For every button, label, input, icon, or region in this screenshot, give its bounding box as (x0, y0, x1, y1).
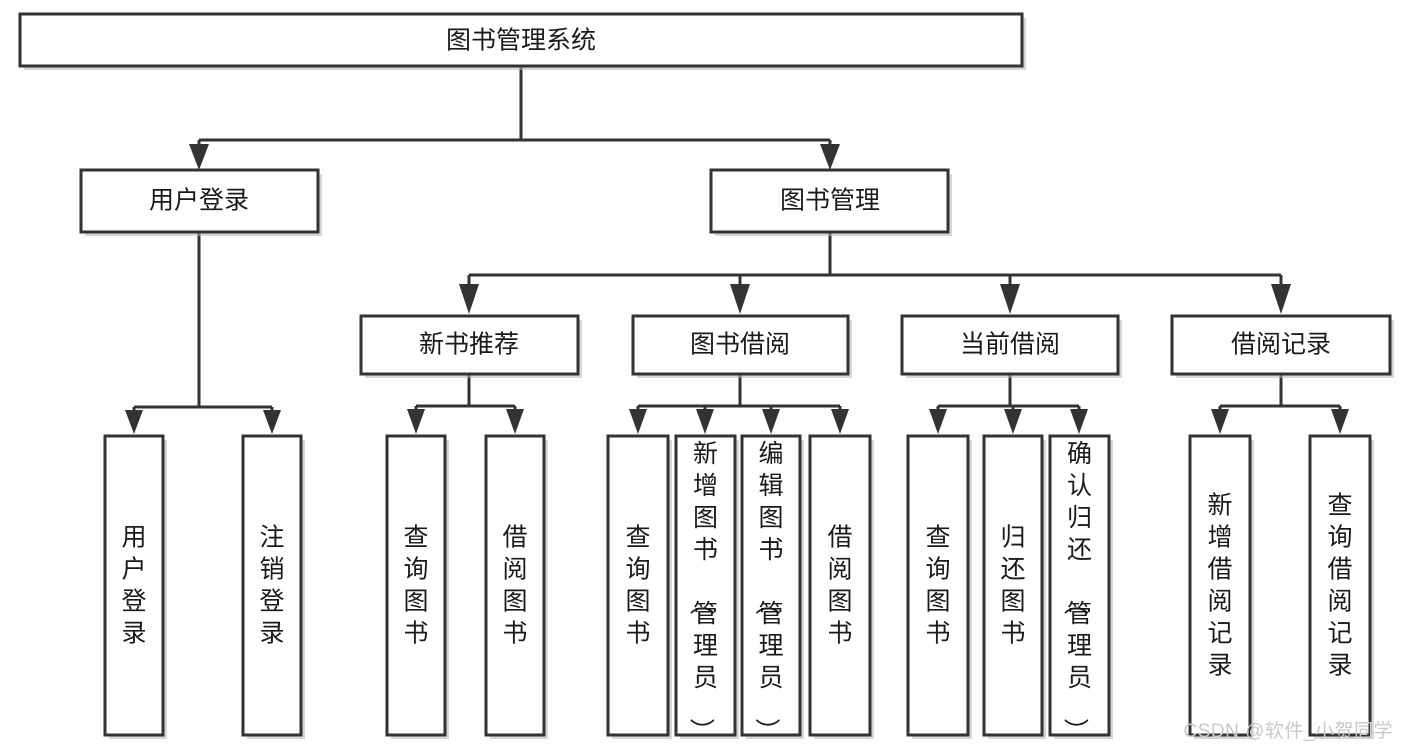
node-user-login-rect (79, 168, 320, 234)
leaf-node[interactable]: 查询图书 (906, 434, 972, 739)
node-root-label: 图书管理系统 (446, 27, 596, 55)
node-book-borrow-rect (631, 314, 850, 376)
arrow-head-to-borrow-record (1271, 284, 1291, 314)
leaf-node-rect (484, 434, 546, 737)
node-root-rect (18, 12, 1024, 68)
edge-bookmanage-to-level3-bus (467, 232, 1283, 290)
leaf-node[interactable]: 编辑图书（管理员） (740, 434, 804, 743)
node-borrow-record-label: 借阅记录 (1231, 331, 1331, 359)
leaf-node[interactable]: 新增借阅记录 (1188, 434, 1254, 739)
arrow-head-bookborrow-borrow-book (831, 409, 849, 434)
leaf-node[interactable]: 归还图书 (982, 434, 1046, 739)
leaf-node-rect (740, 434, 802, 737)
leaf-node-label: 借阅图书 (502, 524, 527, 648)
leaf-node-rect (1188, 434, 1252, 737)
leaf-node[interactable]: 注销登录 (241, 434, 305, 739)
node-book-manage-label: 图书管理 (780, 187, 880, 215)
node-current-borrow-rect (900, 314, 1120, 376)
arrow-head-borrowrecord-add-record (1211, 409, 1229, 434)
node-new-book-recommend-rect (359, 314, 580, 376)
leaf-node-label: 归还图书 (1000, 524, 1025, 648)
node-book-borrow-label: 图书借阅 (690, 331, 790, 359)
node-layer: 图书管理系统 用户登录 图书管理 新书推荐 图书借阅 当前借阅 (18, 12, 1394, 743)
arrow-head-newbook-borrow-book (506, 409, 524, 434)
node-user-login-label: 用户登录 (149, 187, 249, 215)
leaf-node-rect (103, 434, 165, 737)
leaf-node-label: 查询图书 (925, 524, 950, 648)
leaf-node-label: 查询图书 (625, 524, 650, 648)
leaf-node[interactable]: 借阅图书 (484, 434, 548, 739)
leaf-node-rect (241, 434, 303, 737)
edge-userlogin-to-leaves-bus (132, 232, 274, 418)
arrow-head-to-current-borrow (1000, 284, 1020, 314)
arrow-head-currentborrow-confirm-return (1070, 409, 1088, 434)
leaf-node-rect (982, 434, 1044, 737)
node-current-borrow[interactable]: 当前借阅 (900, 314, 1122, 378)
leaf-node-label: 查询图书 (403, 524, 428, 648)
leaf-node-label: 新增借阅记录 (1207, 492, 1232, 680)
node-book-manage-rect (709, 168, 950, 234)
leaf-node[interactable]: 借阅图书 (808, 434, 874, 739)
edge-newbook-to-leaves-bus (414, 374, 517, 416)
leaf-node-label: 用户登录 (121, 524, 146, 648)
arrow-head-currentborrow-return-book (1004, 409, 1022, 434)
arrow-head-borrowrecord-query-record (1331, 409, 1349, 434)
node-new-book-recommend-label: 新书推荐 (419, 331, 519, 359)
leaf-node[interactable]: 查询图书 (606, 434, 672, 739)
arrow-head-bookborrow-add-book (696, 409, 714, 434)
edge-bookborrow-to-leaves-bus (636, 374, 842, 416)
leaf-node-rect (1048, 434, 1111, 737)
node-current-borrow-label: 当前借阅 (960, 331, 1060, 359)
leaf-node-label: 确认归还（管理员） (1061, 440, 1092, 743)
node-new-book-recommend[interactable]: 新书推荐 (359, 314, 582, 378)
leaf-node-rect (808, 434, 872, 737)
leaf-node-label: 注销登录 (259, 524, 284, 648)
arrow-head-to-new-book-recommend (459, 284, 479, 314)
leaf-node[interactable]: 用户登录 (103, 434, 167, 739)
node-user-login[interactable]: 用户登录 (79, 168, 322, 236)
node-borrow-record[interactable]: 借阅记录 (1170, 314, 1394, 378)
leaf-node-label: 查询借阅记录 (1327, 492, 1352, 680)
leaf-node[interactable]: 查询图书 (385, 434, 449, 739)
leaf-node-label: 新增图书（管理员） (687, 440, 718, 743)
leaf-node-rect (674, 434, 737, 737)
leaf-node-label: 借阅图书 (827, 524, 852, 648)
edge-layer (125, 66, 1349, 434)
leaf-node-rect (1308, 434, 1372, 737)
node-book-manage[interactable]: 图书管理 (709, 168, 952, 236)
edge-borrowrecord-to-leaves-bus (1218, 374, 1342, 416)
arrow-head-to-leaf-user-logout (263, 410, 281, 434)
arrow-head-currentborrow-query-book (929, 409, 947, 434)
edge-root-to-level2-bus (197, 66, 832, 152)
leaf-node[interactable]: 新增图书（管理员） (674, 434, 739, 743)
arrow-head-to-book-borrow (730, 284, 750, 314)
node-book-borrow[interactable]: 图书借阅 (631, 314, 852, 378)
leaf-node[interactable]: 查询借阅记录 (1308, 434, 1374, 739)
leaf-node[interactable]: 确认归还（管理员） (1048, 434, 1113, 743)
arrow-head-bookborrow-edit-book (762, 409, 780, 434)
leaf-node-rect (906, 434, 970, 737)
arrow-head-to-user-login (189, 144, 209, 170)
leaf-node-label: 编辑图书（管理员） (752, 440, 783, 743)
leaf-node-rect (606, 434, 670, 737)
leaf-node-rect (385, 434, 447, 737)
node-borrow-record-rect (1170, 314, 1392, 376)
arrow-head-bookborrow-query-book (629, 409, 647, 434)
arrow-head-to-book-manage (820, 144, 840, 170)
arrow-head-to-leaf-user-login (125, 410, 143, 434)
node-root-system[interactable]: 图书管理系统 (18, 12, 1026, 70)
leaf-node-layer: 用户登录 注销登录 查询图书 借阅图书 查询图书 新增图书（管理员） 编辑图书（管理员） 借阅… (103, 434, 1374, 743)
arrow-head-newbook-query-book (407, 409, 425, 434)
